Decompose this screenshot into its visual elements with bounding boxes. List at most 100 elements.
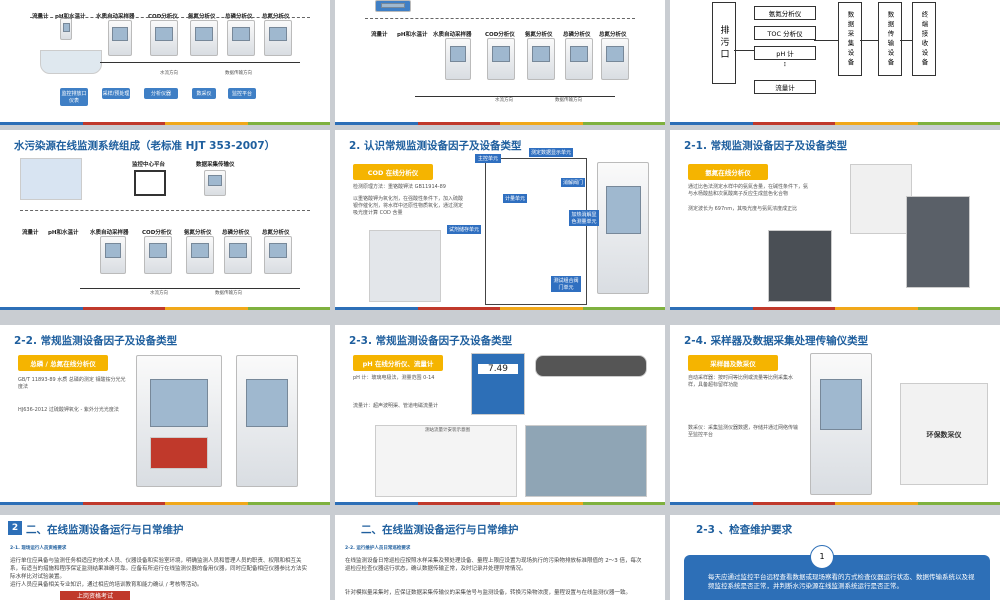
color-stripe	[0, 502, 330, 505]
cod-label: COD分析仪	[485, 32, 515, 38]
transmitter-box: 数据传输设备	[878, 2, 902, 76]
receiver-box: 终端接收设备	[912, 2, 936, 76]
legend-data: 数据传输方向	[555, 98, 582, 103]
ph-meter-label: pH和水温计	[397, 32, 428, 38]
flow-step-5: 监控平台	[228, 88, 256, 99]
tp-device	[264, 20, 292, 56]
flow-step-4: 数采仪	[192, 88, 216, 99]
slide-title: 2-4. 采样器及数据采集处理传输仪类型	[684, 335, 869, 347]
slide-title: 二、在线监测设备运行与日常维护	[361, 524, 519, 536]
slide-8[interactable]: 2-3. 常规监测设备因子及设备类型 pH 在线分析仪、流量计 pH 计：玻璃电…	[335, 325, 665, 505]
collector-label: 数据采集传输仪	[196, 162, 235, 168]
nh3-analyzer-photo-1	[850, 164, 912, 234]
nh3-device	[186, 236, 214, 274]
tn-label: 总磷分析仪	[563, 32, 591, 38]
slide-10[interactable]: 2 二、在线监测设备运行与日常维护 2-1. 现场运行人员资格要求 运行单位应具…	[0, 515, 330, 600]
flow-step-3: 分析仪器	[144, 88, 178, 99]
slide-9[interactable]: 2-4. 采样器及数据采集处理传输仪类型 采样器及数采仪 自动采样器：按时间等比…	[670, 325, 1000, 505]
bullet-2: 数采仪：采集监测仪器数据，存储并通过网络传输至监控平台	[688, 425, 799, 438]
ph-value: 7.49	[478, 364, 518, 374]
cod-cabinet-photo	[597, 162, 649, 294]
connector-1	[734, 50, 754, 51]
slide-title: 2-3. 常规监测设备因子及设备类型	[349, 335, 513, 347]
instrument-toc: TOC 分析仪	[754, 26, 816, 40]
slide-subtitle: 2-2. 运行维护人员日常巡检要求	[345, 546, 411, 551]
callout-valve: 消解阀门	[561, 178, 586, 187]
slide-6[interactable]: 2-1. 常规监测设备因子及设备类型 氨氮在线分析仪 通过比色法测定水样中的氨氮…	[670, 130, 1000, 310]
data-line	[365, 18, 635, 19]
section-box: 采样器及数采仪	[688, 355, 778, 371]
slide-2[interactable]: 流量计 pH和水温计 水质自动采样器 COD分析仪 氨氮分析仪 总磷分析仪 总氮…	[335, 0, 665, 125]
slide-title: 2. 认识常规监测设备因子及设备类型	[349, 140, 522, 152]
color-stripe	[335, 122, 665, 125]
collector-box: 数据采集设备	[838, 2, 862, 76]
tp-device	[601, 38, 629, 80]
nh3-analyzer-photo-2	[768, 230, 832, 302]
slide-11[interactable]: 二、在线监测设备运行与日常维护 2-2. 运行维护人员日常巡检要求 在线监测设备…	[335, 515, 665, 600]
legend-data: 数据传输方向	[215, 291, 242, 296]
nh3-device	[190, 20, 218, 56]
slide-5[interactable]: 2. 认识常规监测设备因子及设备类型 COD 在线分析仪 检测原理方法：重铬酸钾…	[335, 130, 665, 310]
connector-3	[860, 40, 878, 41]
tp-label: 总氮分析仪	[262, 230, 290, 236]
slide-12[interactable]: 2-3 、检查维护要求 每天应通过监控平台远程查看数据或现场察看的方式检查仪器运…	[670, 515, 1000, 600]
bullet-2: 流量计：超声波明渠、管道电磁流量计	[353, 403, 439, 409]
tn-tp-analyzer-2	[236, 355, 298, 487]
cod-device	[144, 236, 172, 274]
section-number: 2	[8, 521, 22, 535]
ph-probe-photo	[535, 355, 647, 377]
slide-3[interactable]: 排污口 氨氮分析仪 TOC 分析仪 pH 计 ⋮ 流量计 数据采集设备 数据传输…	[670, 0, 1000, 125]
monitor-icon	[134, 170, 166, 196]
bullet-2: HJ636-2012 过硫酸钾氧化 - 紫外分光光度法	[18, 407, 119, 413]
slide-1[interactable]: 流量计 pH和水温计 水质自动采样器 COD分析仪 氨氮分析仪 总磷分析仪 总氮…	[0, 0, 330, 125]
slide-title: 2-3 、检查维护要求	[696, 524, 793, 536]
flow-step-1: 监控排放口仪表	[60, 88, 88, 106]
info-text: 每天应通过监控平台远程查看数据或现场察看的方式检查仪器运行状态、数据传输系统以及…	[708, 573, 975, 590]
legend-water: 水流方向	[160, 71, 178, 76]
sampler-device	[108, 20, 132, 56]
platform-screenshot	[20, 158, 82, 200]
tank-illustration	[40, 50, 102, 74]
ph-meter-device	[60, 18, 72, 40]
section-box: COD 在线分析仪	[353, 164, 433, 180]
nh3-analyzer-photo-3	[906, 196, 970, 288]
sampler-device	[445, 38, 471, 80]
slide-4[interactable]: 水污染源在线监测系统组成（老标准 HJT 353-2007） 监控中心平台 数据…	[0, 130, 330, 310]
slide-title: 2-2. 常规监测设备因子及设备类型	[14, 335, 178, 347]
section-box: pH 在线分析仪、流量计	[353, 355, 443, 371]
section-box: 氨氮在线分析仪	[688, 164, 768, 180]
paragraph-2: 运行人员应具备相关专业知识，通过相应的培训教育和能力确认 / 考核等活动。	[10, 582, 203, 588]
color-stripe	[0, 307, 330, 310]
data-line	[30, 17, 310, 18]
ph-meter-display: 7.49	[471, 353, 525, 415]
ph-meter-label: pH和水温计	[55, 14, 86, 20]
slide-subtitle: 2-1. 现场运行人员资格要求	[10, 546, 67, 551]
legend-water: 水流方向	[150, 291, 168, 296]
collector-device-photo: 环保数采仪	[900, 383, 988, 485]
section-box: 总磷 / 总氮在线分析仪	[18, 355, 108, 371]
paragraph-2: 针对模拟量采集时，应保证数据采集传输仪的采集信号与监测设备，转换污染物浓度，量程…	[345, 590, 632, 596]
bullet-1: pH 计：玻璃电极法，测量范围 0-14	[353, 375, 435, 381]
bullet-2: 测定波长为 697nm，其吸光度与氨氮浓度成正比	[688, 206, 798, 212]
slide-title: 二、在线监测设备运行与日常维护	[26, 524, 184, 536]
slide-title: 2-1. 常规监测设备因子及设备类型	[684, 140, 848, 152]
collector-device-name: 环保数采仪	[926, 431, 962, 439]
legend-data: 数据传输方向	[225, 71, 252, 76]
tn-device	[565, 38, 593, 80]
cod-label: COD分析仪	[148, 14, 178, 20]
bullet-1: GB/T 11893-89 水质 总磷的测定 钼酸铵分光光度法	[18, 377, 126, 390]
tn-device	[227, 20, 255, 56]
tn-device	[224, 236, 252, 274]
sampler-label: 水质自动采样器	[433, 32, 472, 38]
info-panel: 每天应通过监控平台远程查看数据或现场察看的方式检查仪器运行状态、数据传输系统以及…	[684, 555, 990, 600]
outlet-box: 排污口	[712, 2, 736, 84]
color-stripe	[335, 502, 665, 505]
callout-metering: 计量单元	[503, 194, 528, 203]
sampler-label: 水质自动采样器	[90, 230, 129, 236]
nh3-label: 氨氮分析仪	[525, 32, 553, 38]
cod-device	[487, 38, 515, 80]
flow-meter-diagram	[375, 425, 517, 497]
slide-7[interactable]: 2-2. 常规监测设备因子及设备类型 总磷 / 总氮在线分析仪 GB/T 118…	[0, 325, 330, 505]
nh3-label: 氨氮分析仪	[188, 14, 216, 20]
callout-heating: 加热消解显色测量单元	[569, 210, 599, 226]
